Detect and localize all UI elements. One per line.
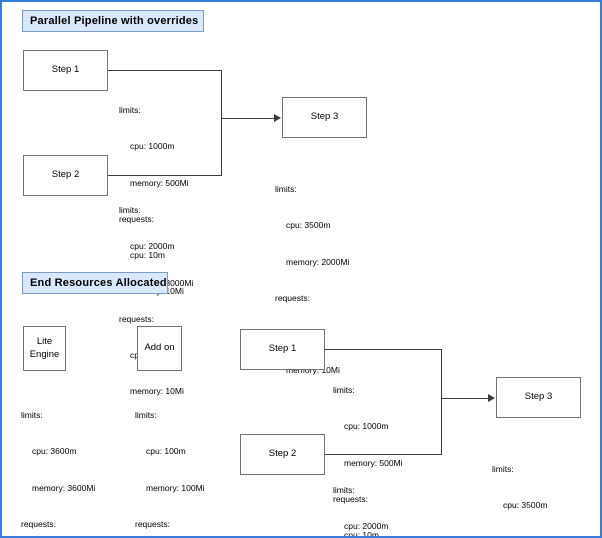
connector-bottom-step1-horizontal [325, 349, 442, 351]
section-title-text: End Resources Allocated [30, 277, 167, 289]
limits-cpu: cpu: 3500m [286, 220, 331, 231]
limits-memory: memory: 500Mi [344, 457, 403, 468]
limits-label: limits: [119, 205, 141, 216]
limits-cpu: cpu: 3500m [503, 500, 548, 511]
section-title-parallel-pipeline: Parallel Pipeline with overrides [22, 10, 204, 32]
connector-bottom-junction-vertical [441, 349, 443, 455]
node-label: Step 3 [310, 111, 339, 123]
limits-label: limits: [21, 410, 43, 421]
node-top-step3[interactable]: Step 3 [282, 97, 367, 138]
node-label: Step 2 [51, 169, 80, 181]
limits-cpu: cpu: 1000m [130, 141, 175, 152]
limits-label: limits: [492, 464, 514, 475]
node-label-line2: Engine [29, 348, 60, 360]
requests-cpu: cpu: 10m [130, 249, 165, 260]
connector-top-junction-vertical [221, 70, 223, 176]
limits-cpu: cpu: 100m [146, 446, 186, 457]
requests-memory: memory: 10Mi [286, 365, 340, 376]
limits-cpu: cpu: 2000m [130, 241, 175, 252]
node-lite-engine[interactable]: Lite Engine [23, 326, 66, 371]
resources-bottom-step1: limits: cpu: 1000m memory: 500Mi request… [333, 360, 403, 538]
limits-label: limits: [333, 485, 355, 496]
requests-label: requests: [333, 493, 368, 504]
node-label: Step 2 [268, 448, 297, 460]
section-title-end-resources: End Resources Allocated [22, 272, 168, 294]
node-label: Step 1 [268, 343, 297, 355]
requests-memory: memory: 10Mi [130, 386, 184, 397]
arrowhead-top-step3 [274, 114, 281, 122]
requests-label: requests: [119, 213, 154, 224]
limits-label: limits: [333, 385, 355, 396]
requests-cpu: cpu: 10m [344, 529, 379, 538]
connector-bottom-to-step3 [441, 398, 493, 400]
requests-label: requests: [119, 313, 154, 324]
limits-cpu: cpu: 1000m [344, 421, 389, 432]
limits-memory: memory: 100Mi [146, 482, 205, 493]
limits-label: limits: [135, 410, 157, 421]
node-top-step2[interactable]: Step 2 [23, 155, 108, 196]
node-bottom-step1[interactable]: Step 1 [240, 329, 325, 370]
node-label: Add on [144, 342, 175, 354]
node-top-step1[interactable]: Step 1 [23, 50, 108, 91]
connector-top-step2-horizontal [108, 175, 222, 177]
connector-top-step1-horizontal [108, 70, 222, 72]
resources-bottom-step3: limits: cpu: 3500m memory: 2000Mi reques… [492, 439, 566, 536]
resources-bottom-step2: limits: cpu: 2000m memory: 3000Mi reques… [333, 460, 407, 536]
connector-bottom-step2-horizontal [325, 454, 442, 456]
limits-label: limits: [119, 105, 141, 116]
requests-label: requests: [135, 518, 170, 529]
limits-memory: memory: 2000Mi [286, 256, 350, 267]
resources-add-on: limits: cpu: 100m memory: 100Mi requests… [135, 385, 205, 536]
node-label: Step 1 [51, 64, 80, 76]
node-add-on[interactable]: Add on [137, 326, 182, 371]
arrowhead-bottom-step3 [488, 394, 495, 402]
node-label: Step 3 [524, 391, 553, 403]
node-label-line1: Lite [36, 335, 53, 347]
node-bottom-step2[interactable]: Step 2 [240, 434, 325, 475]
resources-lite-engine: limits: cpu: 3600m memory: 3600Mi reques… [21, 385, 96, 536]
limits-cpu: cpu: 3600m [32, 446, 77, 457]
requests-label: requests: [275, 292, 310, 303]
requests-label: requests: [21, 518, 56, 529]
node-bottom-step3[interactable]: Step 3 [496, 377, 581, 418]
section-title-text: Parallel Pipeline with overrides [30, 15, 199, 27]
limits-memory: memory: 500Mi [130, 177, 189, 188]
connector-top-to-step3 [221, 118, 279, 120]
limits-memory: memory: 3600Mi [32, 482, 96, 493]
limits-cpu: cpu: 2000m [344, 521, 389, 532]
limits-label: limits: [275, 184, 297, 195]
